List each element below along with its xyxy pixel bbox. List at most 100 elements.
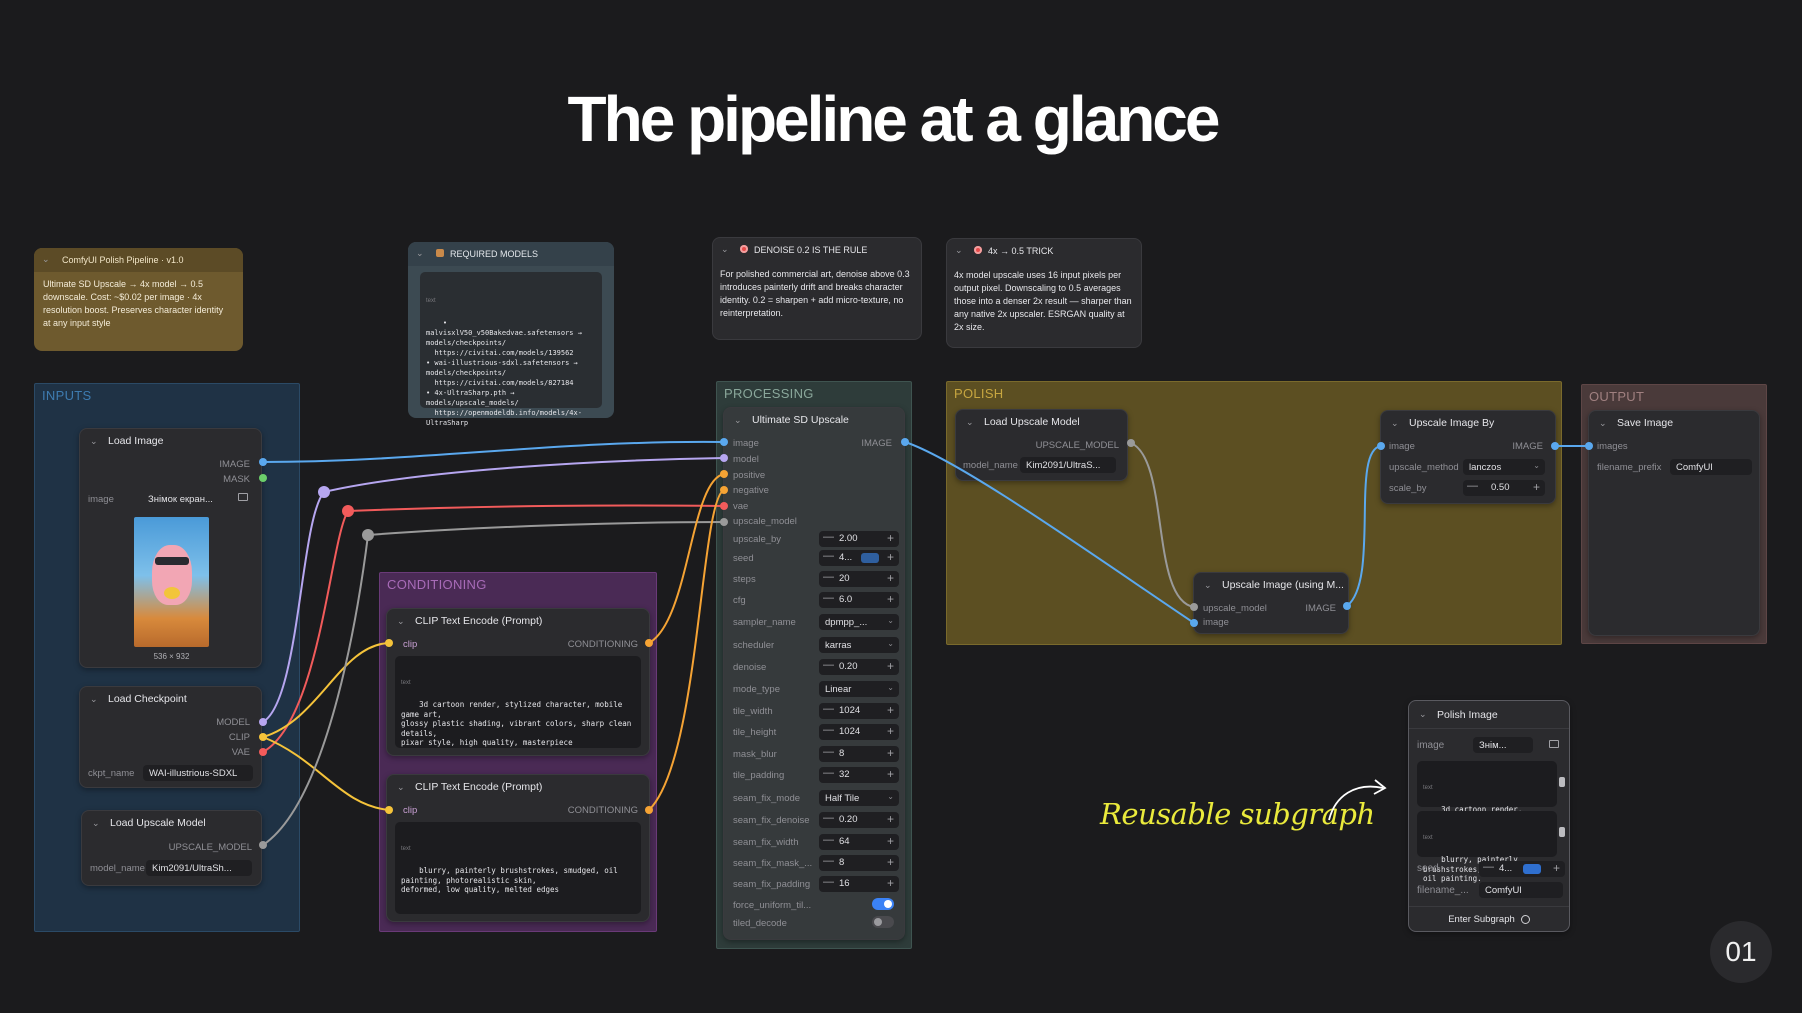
positive-prompt-textarea[interactable]: text 3d cartoon render, stylized charact…	[1417, 761, 1557, 833]
polish-image-subgraph-node[interactable]: ⌄Polish Image image Знім... text 3d cart…	[1408, 700, 1570, 932]
negative-prompt-textarea[interactable]: text blurry, painterly brushstrokes, smu…	[1417, 811, 1557, 883]
chevron-down-icon[interactable]: ⌄	[90, 693, 98, 704]
usdu-widget-stepper[interactable]: —0.20+	[819, 812, 899, 828]
filename-prefix-input[interactable]: ComfyUI	[1670, 459, 1752, 475]
plus-icon[interactable]: +	[1532, 480, 1540, 494]
usdu-widget-stepper[interactable]: —1024+	[819, 724, 899, 740]
denoise-note[interactable]: ⌄ DENOISE 0.2 IS THE RULE For polished c…	[712, 237, 922, 340]
usdu-widget-stepper[interactable]: —6.0+	[819, 592, 899, 608]
chevron-down-icon[interactable]: ⌄	[1391, 417, 1399, 428]
minus-icon[interactable]: —	[823, 834, 834, 846]
minus-icon[interactable]: —	[823, 703, 834, 715]
load-upscale-model-polish-node[interactable]: ⌄Load Upscale Model UPSCALE_MODEL model_…	[955, 409, 1128, 481]
usdu-widget-select[interactable]: karras⌄	[819, 637, 899, 653]
usdu-widget-stepper[interactable]: —32+	[819, 767, 899, 783]
load-image-node[interactable]: ⌄Load Image IMAGE MASK image Знімок екра…	[79, 428, 262, 668]
plus-icon[interactable]: +	[886, 855, 894, 869]
minus-icon[interactable]: —	[823, 876, 834, 888]
usdu-widget-stepper[interactable]: —16+	[819, 876, 899, 892]
filename-prefix-input[interactable]: ComfyUI	[1479, 882, 1563, 898]
plus-icon[interactable]: +	[886, 876, 894, 890]
usdu-widget-stepper[interactable]: —20+	[819, 571, 899, 587]
image-file-select[interactable]: Знім...	[1473, 737, 1533, 753]
minus-icon[interactable]: —	[1483, 861, 1494, 873]
upload-icon[interactable]	[238, 493, 248, 501]
chevron-down-icon[interactable]: ⌄	[955, 245, 963, 255]
minus-icon[interactable]: —	[823, 746, 834, 758]
scrollbar[interactable]	[1559, 763, 1565, 807]
tiled-decode-toggle[interactable]	[872, 916, 894, 928]
ckpt-name-select[interactable]: WAI-illustrious-SDXL	[143, 765, 253, 781]
plus-icon[interactable]: +	[886, 812, 894, 826]
clip-text-encode-negative-node[interactable]: ⌄CLIP Text Encode (Prompt) clip CONDITIO…	[386, 774, 650, 922]
ultimate-sd-upscale-node[interactable]: ⌄Ultimate SD Upscale image model positiv…	[723, 407, 905, 940]
usdu-widget-stepper[interactable]: —1024+	[819, 703, 899, 719]
chevron-down-icon[interactable]: ⌄	[1419, 709, 1427, 719]
plus-icon[interactable]: +	[886, 746, 894, 760]
chevron-down-icon[interactable]: ⌄	[92, 817, 100, 828]
minus-icon[interactable]: —	[823, 767, 834, 779]
plus-icon[interactable]: +	[886, 571, 894, 585]
upscale-image-by-node[interactable]: ⌄Upscale Image By image IMAGE upscale_me…	[1380, 410, 1556, 504]
chevron-down-icon[interactable]: ⌄	[1599, 417, 1607, 428]
usdu-widget-stepper[interactable]: —2.00+	[819, 531, 899, 547]
force-uniform-tiles-toggle[interactable]	[872, 898, 894, 910]
usdu-widget-select[interactable]: dpmpp_...⌄	[819, 614, 899, 630]
image-file-select[interactable]: Знімок екран...	[148, 493, 213, 505]
usdu-widget-stepper[interactable]: —64+	[819, 834, 899, 850]
negative-prompt-textarea[interactable]: text blurry, painterly brushstrokes, smu…	[395, 822, 641, 914]
positive-prompt-textarea[interactable]: text 3d cartoon render, stylized charact…	[395, 656, 641, 748]
minus-icon[interactable]: —	[823, 531, 834, 543]
scale-by-stepper[interactable]: —0.50+	[1463, 480, 1545, 496]
trick-note[interactable]: ⌄ 4x → 0.5 TRICK 4x model upscale uses 1…	[946, 238, 1142, 348]
save-image-node[interactable]: ⌄Save Image images filename_prefix Comfy…	[1588, 410, 1760, 636]
minus-icon[interactable]: —	[1467, 480, 1478, 492]
reroute-vae-dot[interactable]	[342, 505, 354, 517]
usdu-widget-stepper[interactable]: —8+	[819, 746, 899, 762]
randomize-icon[interactable]	[861, 553, 879, 563]
chevron-down-icon[interactable]: ⌄	[1204, 579, 1212, 590]
model-name-select[interactable]: Kim2091/UltraS...	[1020, 457, 1116, 473]
seed-stepper[interactable]: —4...+	[819, 550, 899, 566]
chevron-down-icon[interactable]: ⌄	[42, 254, 50, 264]
usdu-widget-stepper[interactable]: —8+	[819, 855, 899, 871]
plus-icon[interactable]: +	[886, 592, 894, 606]
plus-icon[interactable]: +	[1552, 861, 1560, 875]
minus-icon[interactable]: —	[823, 550, 834, 562]
intro-note[interactable]: ⌄ ComfyUI Polish Pipeline · v1.0 Ultimat…	[34, 248, 243, 351]
minus-icon[interactable]: —	[823, 571, 834, 583]
minus-icon[interactable]: —	[823, 592, 834, 604]
plus-icon[interactable]: +	[886, 703, 894, 717]
plus-icon[interactable]: +	[886, 724, 894, 738]
minus-icon[interactable]: —	[823, 812, 834, 824]
enter-subgraph-button[interactable]: Enter Subgraph	[1409, 906, 1569, 932]
chevron-down-icon[interactable]: ⌄	[397, 615, 405, 626]
randomize-icon[interactable]	[1523, 864, 1541, 874]
chevron-down-icon[interactable]: ⌄	[721, 244, 729, 254]
load-upscale-model-input-node[interactable]: ⌄Load Upscale Model UPSCALE_MODEL model_…	[81, 810, 262, 886]
upload-icon[interactable]	[1549, 740, 1559, 748]
usdu-widget-stepper[interactable]: —0.20+	[819, 659, 899, 675]
chevron-down-icon[interactable]: ⌄	[397, 781, 405, 792]
plus-icon[interactable]: +	[886, 659, 894, 673]
upscale-method-select[interactable]: lanczos⌄	[1463, 459, 1545, 475]
plus-icon[interactable]: +	[886, 550, 894, 564]
upscale-image-using-model-node[interactable]: ⌄Upscale Image (using M... upscale_model…	[1193, 572, 1349, 634]
usdu-widget-select[interactable]: Linear⌄	[819, 681, 899, 697]
minus-icon[interactable]: —	[823, 724, 834, 736]
seed-stepper[interactable]: —4...+	[1479, 861, 1565, 877]
minus-icon[interactable]: —	[823, 659, 834, 671]
chevron-down-icon[interactable]: ⌄	[90, 435, 98, 446]
chevron-down-icon[interactable]: ⌄	[416, 248, 424, 258]
chevron-down-icon[interactable]: ⌄	[734, 414, 742, 425]
minus-icon[interactable]: —	[823, 855, 834, 867]
load-checkpoint-node[interactable]: ⌄Load Checkpoint MODEL CLIP VAE ckpt_nam…	[79, 686, 262, 788]
required-models-note[interactable]: ⌄ REQUIRED MODELS text • malvisxlV50_v50…	[408, 242, 614, 427]
scrollbar[interactable]	[1559, 813, 1565, 857]
model-name-select[interactable]: Kim2091/UltraSh...	[146, 860, 252, 876]
plus-icon[interactable]: +	[886, 767, 894, 781]
plus-icon[interactable]: +	[886, 834, 894, 848]
required-models-text[interactable]: text • malvisxlV50_v50Bakedvae.safetenso…	[420, 272, 602, 427]
plus-icon[interactable]: +	[886, 531, 894, 545]
chevron-down-icon[interactable]: ⌄	[966, 416, 974, 427]
